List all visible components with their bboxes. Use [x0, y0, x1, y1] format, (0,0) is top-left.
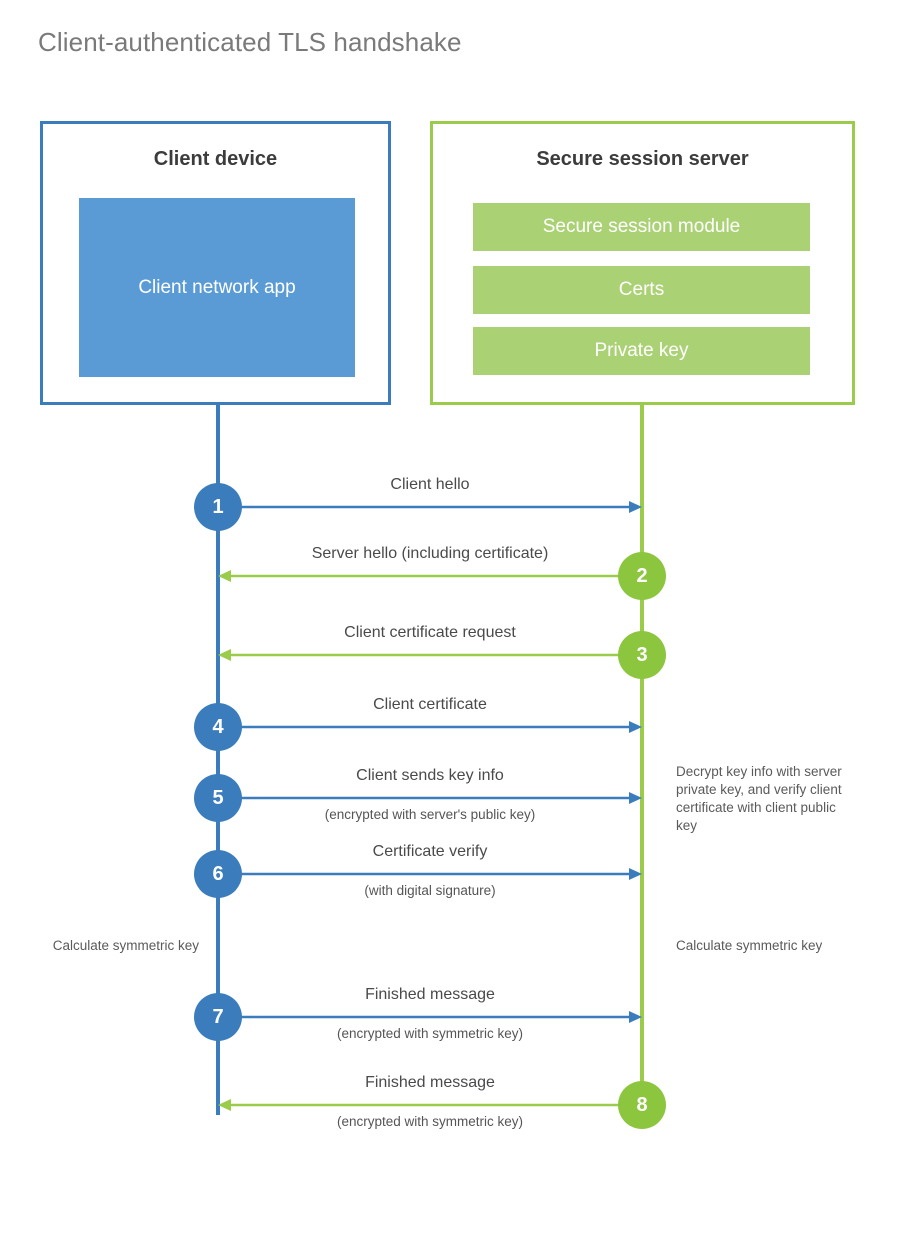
server-lifeline: [640, 405, 644, 1105]
message-sublabel: (encrypted with symmetric key): [336, 1114, 524, 1129]
message-label: Client certificate: [373, 696, 487, 713]
message-label: Client certificate request: [344, 624, 516, 641]
message-label: Certificate verify: [372, 843, 488, 860]
message-sublabel: (encrypted with symmetric key): [336, 1026, 524, 1041]
note-server-decrypt: Decrypt key info with server private key…: [676, 764, 842, 833]
step-circle-4[interactable]: 4: [194, 703, 242, 751]
client-lifeline: [216, 405, 220, 1115]
note-client-calculate-symmetric-key: Calculate symmetric key: [52, 938, 199, 953]
server-component-private-key: Private key: [473, 327, 810, 375]
server-component-secure-session-module: Secure session module: [473, 203, 810, 251]
note-server-calculate-symmetric-key: Calculate symmetric key: [676, 938, 823, 953]
client-device-title: Client device: [153, 148, 278, 170]
message-label: Finished message: [365, 1074, 495, 1091]
step-circle-2[interactable]: 2: [618, 552, 666, 600]
step-circle-3[interactable]: 3: [618, 631, 666, 679]
step-circle-7[interactable]: 7: [194, 993, 242, 1041]
client-network-app-block: Client network app: [79, 198, 355, 377]
secure-session-server-box: Secure session server Secure session mod…: [430, 121, 855, 405]
step-circle-6[interactable]: 6: [194, 850, 242, 898]
server-component-certs: Certs: [473, 266, 810, 314]
step-circle-1[interactable]: 1: [194, 483, 242, 531]
message-label: Client sends key info: [356, 767, 504, 784]
step-circle-8[interactable]: 8: [618, 1081, 666, 1129]
secure-session-server-title: Secure session server: [536, 148, 749, 170]
page-title: Client-authenticated TLS handshake: [38, 27, 462, 57]
client-device-box: Client device Client network app: [40, 121, 391, 405]
message-label: Client hello: [390, 476, 470, 493]
step-circle-5[interactable]: 5: [194, 774, 242, 822]
message-sublabel: (encrypted with server's public key): [324, 807, 536, 822]
message-label: Server hello (including certificate): [311, 545, 549, 562]
message-sublabel: (with digital signature): [364, 883, 496, 898]
message-label: Finished message: [365, 986, 495, 1003]
